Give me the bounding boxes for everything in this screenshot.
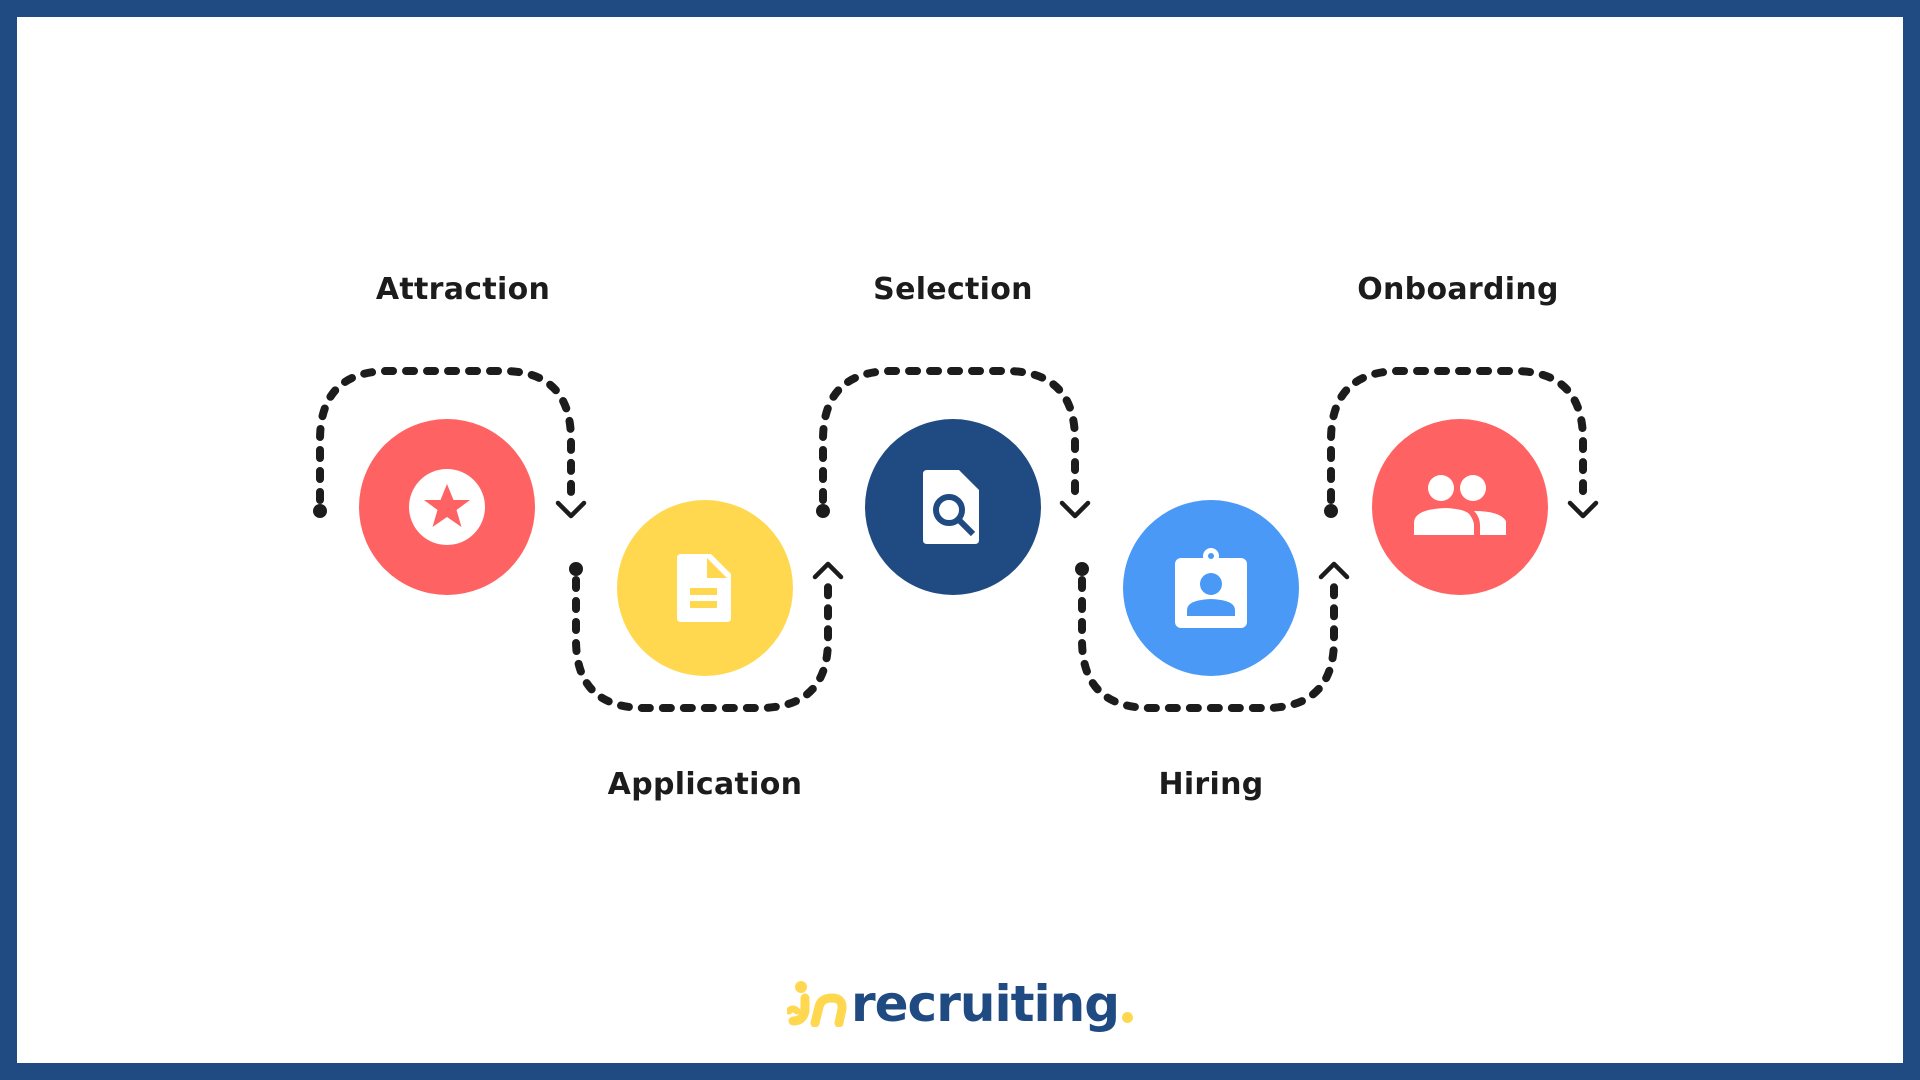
step-label-selection: Selection — [873, 272, 1033, 307]
connector-attraction — [316, 367, 575, 504]
start-dot — [1075, 562, 1089, 576]
start-dot — [569, 562, 583, 576]
connector-onboarding — [1327, 367, 1587, 504]
connector-hiring — [1078, 576, 1338, 712]
step-application — [617, 500, 793, 676]
people-group-icon — [1414, 475, 1506, 535]
start-dot — [1324, 504, 1338, 518]
step-hiring — [1123, 500, 1299, 676]
arrow-up-icon — [1318, 561, 1350, 580]
star-badge-icon — [409, 469, 485, 545]
connector-selection — [819, 367, 1079, 504]
step-label-attraction: Attraction — [375, 272, 551, 307]
step-selection — [865, 419, 1041, 595]
brand-dot — [1122, 1012, 1134, 1023]
step-label-application: Application — [607, 767, 803, 802]
start-dot — [313, 504, 327, 518]
arrow-down-icon — [1059, 500, 1091, 519]
step-onboarding — [1372, 419, 1548, 595]
step-label-onboarding: Onboarding — [1357, 272, 1559, 307]
id-badge-icon — [1175, 548, 1247, 628]
connector-application — [572, 576, 832, 712]
document-icon — [677, 554, 731, 622]
brand-logo: recruiting — [786, 975, 1134, 1033]
document-search-icon — [923, 470, 979, 544]
arrow-down-icon — [555, 500, 587, 519]
in-mark-icon — [786, 981, 847, 1027]
arrow-up-icon — [812, 561, 844, 580]
start-dot — [816, 504, 830, 518]
step-label-hiring: Hiring — [1158, 767, 1264, 802]
step-attraction — [359, 419, 535, 595]
brand-wordmark: recruiting — [850, 975, 1120, 1033]
arrow-down-icon — [1567, 500, 1599, 519]
